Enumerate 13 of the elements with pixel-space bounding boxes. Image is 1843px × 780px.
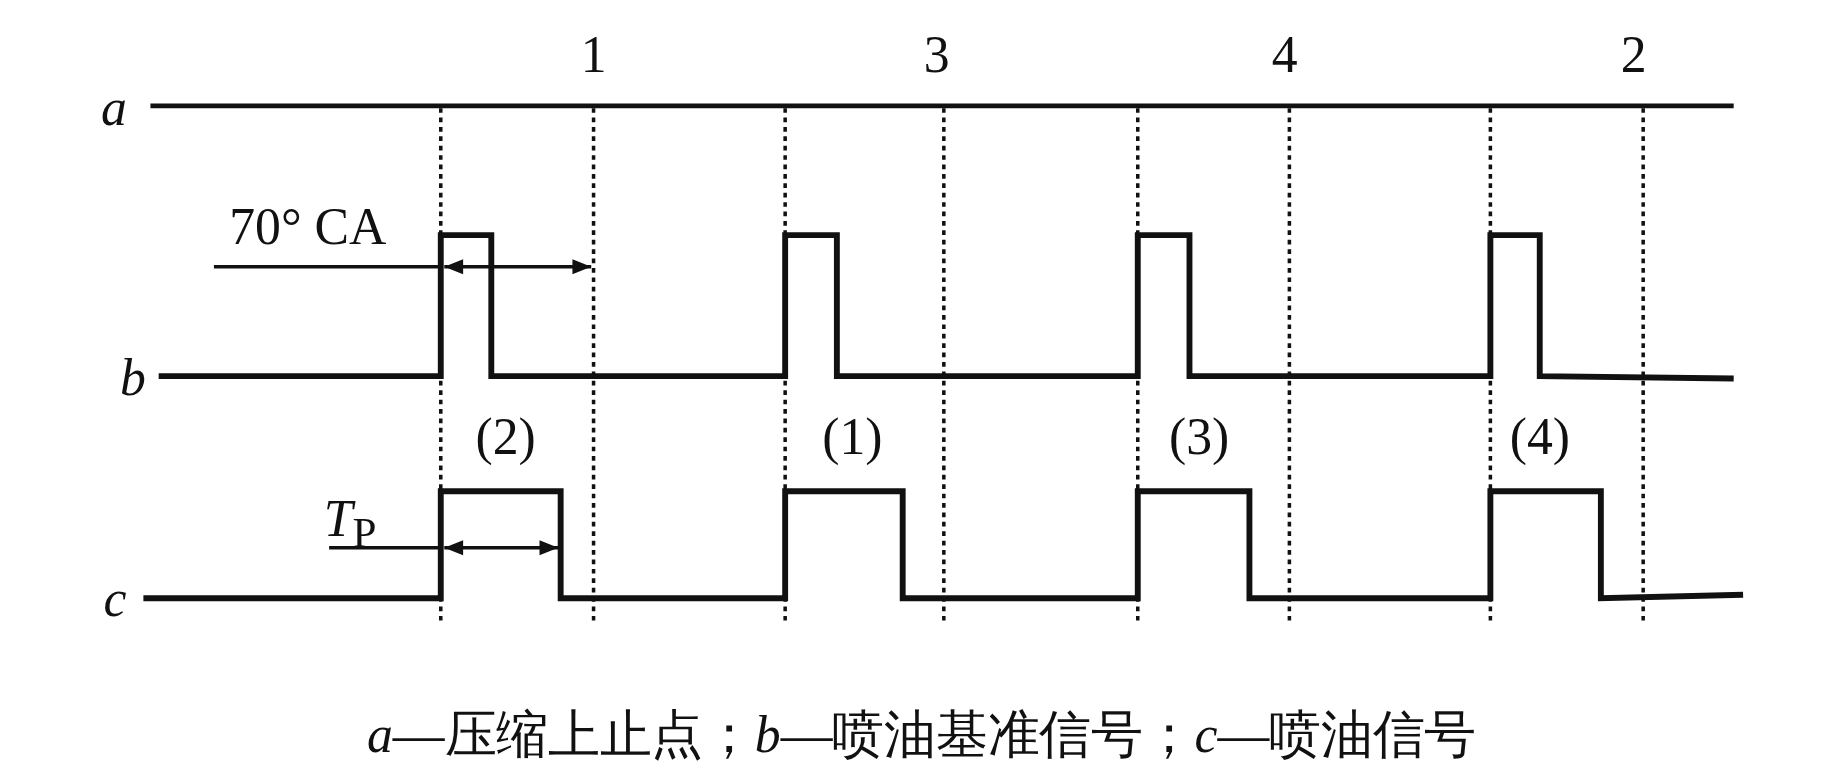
angle-number: 2 [1620,29,1647,82]
signal-name: a [101,82,127,134]
dimension-label: 70° CA [229,202,387,254]
angle-number: 3 [923,29,950,82]
cylinder-number: (1) [822,411,883,464]
cylinder-number: (4) [1509,411,1571,464]
cylinder-number: (3) [1168,411,1230,464]
signal-name: b [119,352,146,405]
signal-name: c [103,573,127,626]
angle-number: 4 [1271,29,1298,82]
caption: a—压缩上止点；b—喷油基准信号；c—喷油信号 [367,706,1476,764]
angle-number: 1 [580,29,607,82]
cylinder-number: (2) [475,411,536,464]
